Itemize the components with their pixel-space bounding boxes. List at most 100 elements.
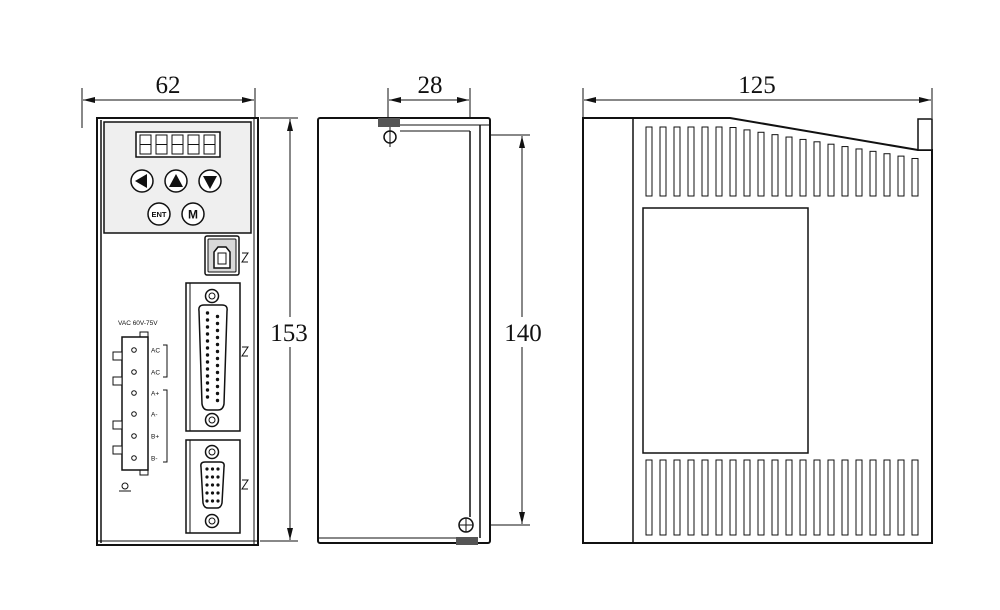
- screw-head: [204, 444, 220, 460]
- heatsink-width-dimension: 125: [582, 72, 933, 118]
- terminal-tab: [112, 420, 123, 430]
- heatsink-fin: [897, 155, 905, 197]
- heatsink-fin: [729, 459, 737, 536]
- ground-symbol: [119, 482, 131, 492]
- terminal-pin-label: B+: [151, 434, 159, 441]
- screw-bottom: [204, 513, 220, 529]
- side-height-value: 140: [504, 320, 542, 347]
- io-connector-large: [185, 282, 241, 432]
- mounting-hole-bottom: [458, 517, 474, 533]
- connector-pin: [215, 328, 220, 333]
- heatsink-fin: [785, 136, 793, 197]
- left-arrow-icon: [135, 174, 147, 188]
- connector-pin: [215, 363, 220, 368]
- terminal-tab: [112, 445, 123, 455]
- terminal-screw: [131, 369, 137, 375]
- connector-pin: [205, 388, 210, 392]
- up-arrow-icon: [169, 174, 183, 187]
- heatsink-fin: [799, 138, 807, 197]
- heatsink-fin: [743, 459, 751, 536]
- terminal-screw: [131, 433, 137, 439]
- usb-port-opening: [213, 246, 231, 269]
- connector-pin: [216, 499, 220, 503]
- display-digit: [139, 134, 152, 155]
- connector-pin: [215, 335, 220, 340]
- screw-slot: [208, 292, 216, 300]
- side-housing: [317, 117, 491, 545]
- terminal-pin-label: A+: [151, 391, 159, 398]
- down-arrow-icon: [203, 176, 217, 189]
- heatsink-fin: [827, 143, 835, 197]
- front-width-value: 62: [156, 72, 181, 99]
- connector-pin: [210, 483, 215, 487]
- terminal-tab: [112, 351, 123, 361]
- terminal-block: [121, 336, 149, 471]
- screw-slot: [208, 416, 216, 424]
- heatsink-fin: [701, 459, 709, 536]
- usb-port: [204, 235, 240, 276]
- connector-pin: [205, 360, 210, 364]
- connector-pin: [205, 346, 210, 350]
- top-connector-stub: [917, 118, 933, 151]
- screw-slot: [208, 517, 216, 525]
- heatsink-fin: [911, 459, 919, 536]
- screw-bottom: [204, 412, 220, 428]
- mounting-slot-top: [378, 118, 400, 127]
- motor-group-bracket: [163, 389, 168, 463]
- mounting-hole-top: [383, 127, 397, 147]
- heatsink-fin: [715, 459, 723, 536]
- heatsink-fin: [757, 459, 765, 536]
- connector-marking: [241, 252, 249, 263]
- button-ring: [181, 202, 205, 226]
- display-digit: [187, 134, 200, 155]
- led-display: [135, 131, 221, 158]
- heatsink-width-value: 125: [738, 72, 776, 99]
- heatsink-fin: [799, 459, 807, 536]
- heatsink-fin: [883, 153, 891, 197]
- mode-button-label: M: [188, 208, 198, 222]
- heatsink-fin: [813, 459, 821, 536]
- terminal-screw: [131, 455, 137, 461]
- connector-pin: [215, 356, 220, 361]
- housing-outline: [317, 117, 491, 544]
- heatsink-fin: [897, 459, 905, 536]
- d-sub-shell: [198, 304, 228, 411]
- heatsink-fin: [855, 148, 863, 197]
- heatsink-fin: [659, 126, 667, 197]
- heatsink-fin: [855, 459, 863, 536]
- connector-pin: [215, 384, 220, 389]
- heatsink-fin: [673, 126, 681, 197]
- connector-marking: [241, 479, 249, 490]
- enter-button: ENT: [147, 202, 171, 226]
- connector-pin: [216, 483, 220, 487]
- connector-pin: [205, 395, 210, 399]
- connector-pin: [205, 339, 210, 343]
- connector-pin: [205, 311, 210, 315]
- screw-top: [204, 444, 220, 460]
- dimension-text-gap: [270, 317, 310, 347]
- connector-pin: [215, 321, 220, 326]
- control-panel: ENT M: [103, 121, 252, 234]
- connector-pin: [205, 318, 210, 322]
- label-area: [642, 207, 809, 454]
- connector-pin: [215, 377, 220, 382]
- heatsink-fin: [757, 131, 765, 197]
- screw-head: [204, 412, 220, 428]
- connector-pin: [205, 353, 210, 357]
- connector-pin: [205, 374, 210, 378]
- connector-pin: [215, 349, 220, 354]
- heatsink-fin: [869, 459, 877, 536]
- heatsink-fin: [771, 134, 779, 197]
- connector-pin: [210, 491, 215, 495]
- front-view: 62 153: [81, 72, 310, 546]
- usb-port-tongue: [217, 252, 227, 265]
- connector-pin: [205, 367, 210, 371]
- terminal-pin-label: AC: [151, 348, 160, 355]
- heatsink-fin: [841, 146, 849, 197]
- connector-pin: [205, 499, 209, 503]
- screw-slot: [208, 448, 216, 456]
- enter-button-label: ENT: [152, 210, 167, 219]
- heatsink-fin: [715, 126, 723, 197]
- heatsink-fin: [645, 459, 653, 536]
- heatsink-fin: [813, 141, 821, 197]
